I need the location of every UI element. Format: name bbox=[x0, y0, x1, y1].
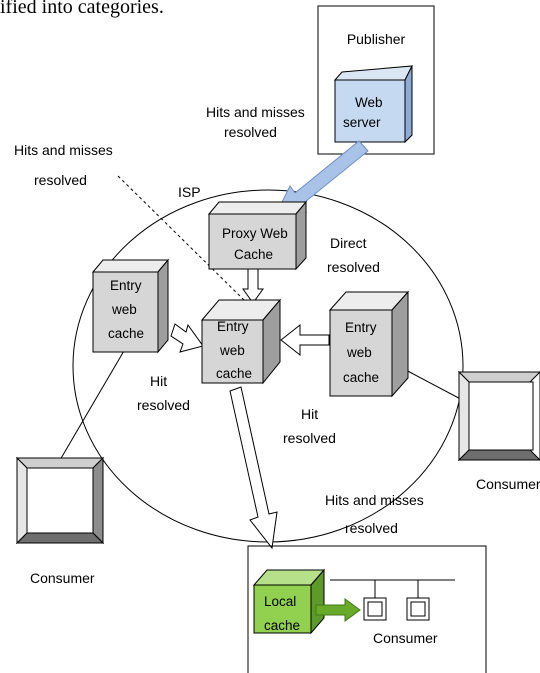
consumer-lan-monitor-1 bbox=[363, 597, 387, 621]
proxy-label-2: Cache bbox=[234, 247, 273, 262]
entry-left-cube-top bbox=[91, 259, 170, 273]
hit-left-label-2: resolved bbox=[137, 397, 190, 413]
entry-right-label-3: cache bbox=[343, 370, 379, 385]
direct-label-1: Direct bbox=[330, 235, 367, 251]
web-to-proxy-arrow bbox=[278, 140, 369, 213]
hits-misses-top-line1: Hits and misses bbox=[206, 104, 305, 120]
consumer-right-node bbox=[457, 370, 540, 462]
consumer-right-bevel-bottom bbox=[457, 449, 540, 461]
entry-right-cube-side bbox=[391, 290, 409, 398]
local-cache-cube-front bbox=[253, 584, 312, 634]
entry-left-label-1: Entry bbox=[110, 278, 142, 293]
consumer-right-bevel-top bbox=[457, 371, 540, 383]
entry-cache-left-node: Entry web cache bbox=[91, 258, 170, 354]
line-left-consumer bbox=[59, 343, 129, 461]
web-server-cube-front bbox=[334, 79, 406, 143]
consumer-left-node bbox=[15, 456, 105, 545]
web-server-label-1: Web bbox=[355, 95, 383, 110]
consumer-lan-monitor-2 bbox=[406, 597, 430, 621]
entry-left-label-3: cache bbox=[108, 326, 144, 341]
lan-monitor-2-screen bbox=[410, 601, 426, 617]
entry-right-cube-front bbox=[329, 309, 393, 397]
local-cache-node: Local cache bbox=[252, 568, 326, 635]
web-server-node: Web server bbox=[333, 64, 413, 144]
publisher-label: Publisher bbox=[347, 31, 406, 47]
consumer-left-bevel-left bbox=[16, 456, 28, 545]
consumer-left-bevel-bottom bbox=[15, 532, 105, 544]
local-network-box bbox=[247, 545, 487, 673]
header-text: ified into categories. bbox=[0, 0, 164, 18]
hits-misses-top-line2: resolved bbox=[224, 124, 277, 140]
proxy-cube-front bbox=[208, 213, 297, 270]
entry-cache-right-node: Entry web cache bbox=[328, 290, 410, 398]
entry-cache-center-node: Entry web cache bbox=[200, 298, 282, 385]
local-cache-label-2: cache bbox=[264, 618, 300, 633]
consumer-left-bevel-top bbox=[15, 457, 105, 469]
proxy-cube-top bbox=[207, 201, 308, 215]
entry-left-to-center-arrow bbox=[170, 323, 204, 353]
entry-right-label-2: web bbox=[346, 345, 372, 360]
hits-misses-left-line1: Hits and misses bbox=[14, 142, 113, 158]
isp-label: ISP bbox=[178, 184, 201, 200]
consumer-right-screen bbox=[468, 381, 534, 451]
hit-right-label-2: resolved bbox=[283, 430, 336, 446]
local-cache-label-1: Local bbox=[264, 594, 296, 609]
hits-misses-bottom-line1: Hits and misses bbox=[325, 492, 424, 508]
proxy-to-entry-arrow bbox=[242, 268, 264, 304]
entry-center-label-1: Entry bbox=[217, 319, 249, 334]
entry-center-label-3: cache bbox=[216, 366, 252, 381]
consumer-left-label: Consumer bbox=[30, 570, 95, 586]
publisher-box bbox=[317, 5, 435, 155]
entry-right-to-center-arrow bbox=[280, 323, 330, 357]
entry-left-cube-front bbox=[92, 271, 159, 353]
local-cache-to-consumer-arrow bbox=[315, 598, 361, 622]
lan-monitor-1-screen bbox=[367, 601, 383, 617]
consumer-right-bevel-left bbox=[458, 370, 470, 462]
consumer-left-screen bbox=[26, 467, 94, 534]
entry-to-local-network-arrow bbox=[229, 386, 278, 550]
proxy-web-cache-node: Proxy Web Cache bbox=[207, 200, 308, 271]
entry-center-cube-front bbox=[201, 319, 264, 384]
web-server-label-2: server bbox=[343, 115, 381, 130]
hits-misses-left-line2: resolved bbox=[34, 172, 87, 188]
web-server-cube-side bbox=[404, 65, 413, 144]
entry-right-label-1: Entry bbox=[345, 320, 377, 335]
direct-label-2: resolved bbox=[327, 259, 380, 275]
entry-left-cube-side bbox=[157, 258, 169, 354]
proxy-label-1: Proxy Web bbox=[222, 226, 288, 241]
consumer-right-label: Consumer bbox=[476, 476, 540, 492]
entry-center-label-2: web bbox=[219, 343, 245, 358]
web-server-cube-top bbox=[333, 65, 413, 81]
hit-left-label-1: Hit bbox=[150, 373, 167, 389]
hits-misses-bottom-line2: resolved bbox=[345, 520, 398, 536]
entry-left-label-2: web bbox=[111, 302, 137, 317]
consumer-lan-label: Consumer bbox=[373, 630, 438, 646]
proxy-cube-side bbox=[295, 200, 307, 271]
hit-right-label-1: Hit bbox=[301, 406, 318, 422]
consumer-left-bevel-right bbox=[92, 456, 104, 545]
